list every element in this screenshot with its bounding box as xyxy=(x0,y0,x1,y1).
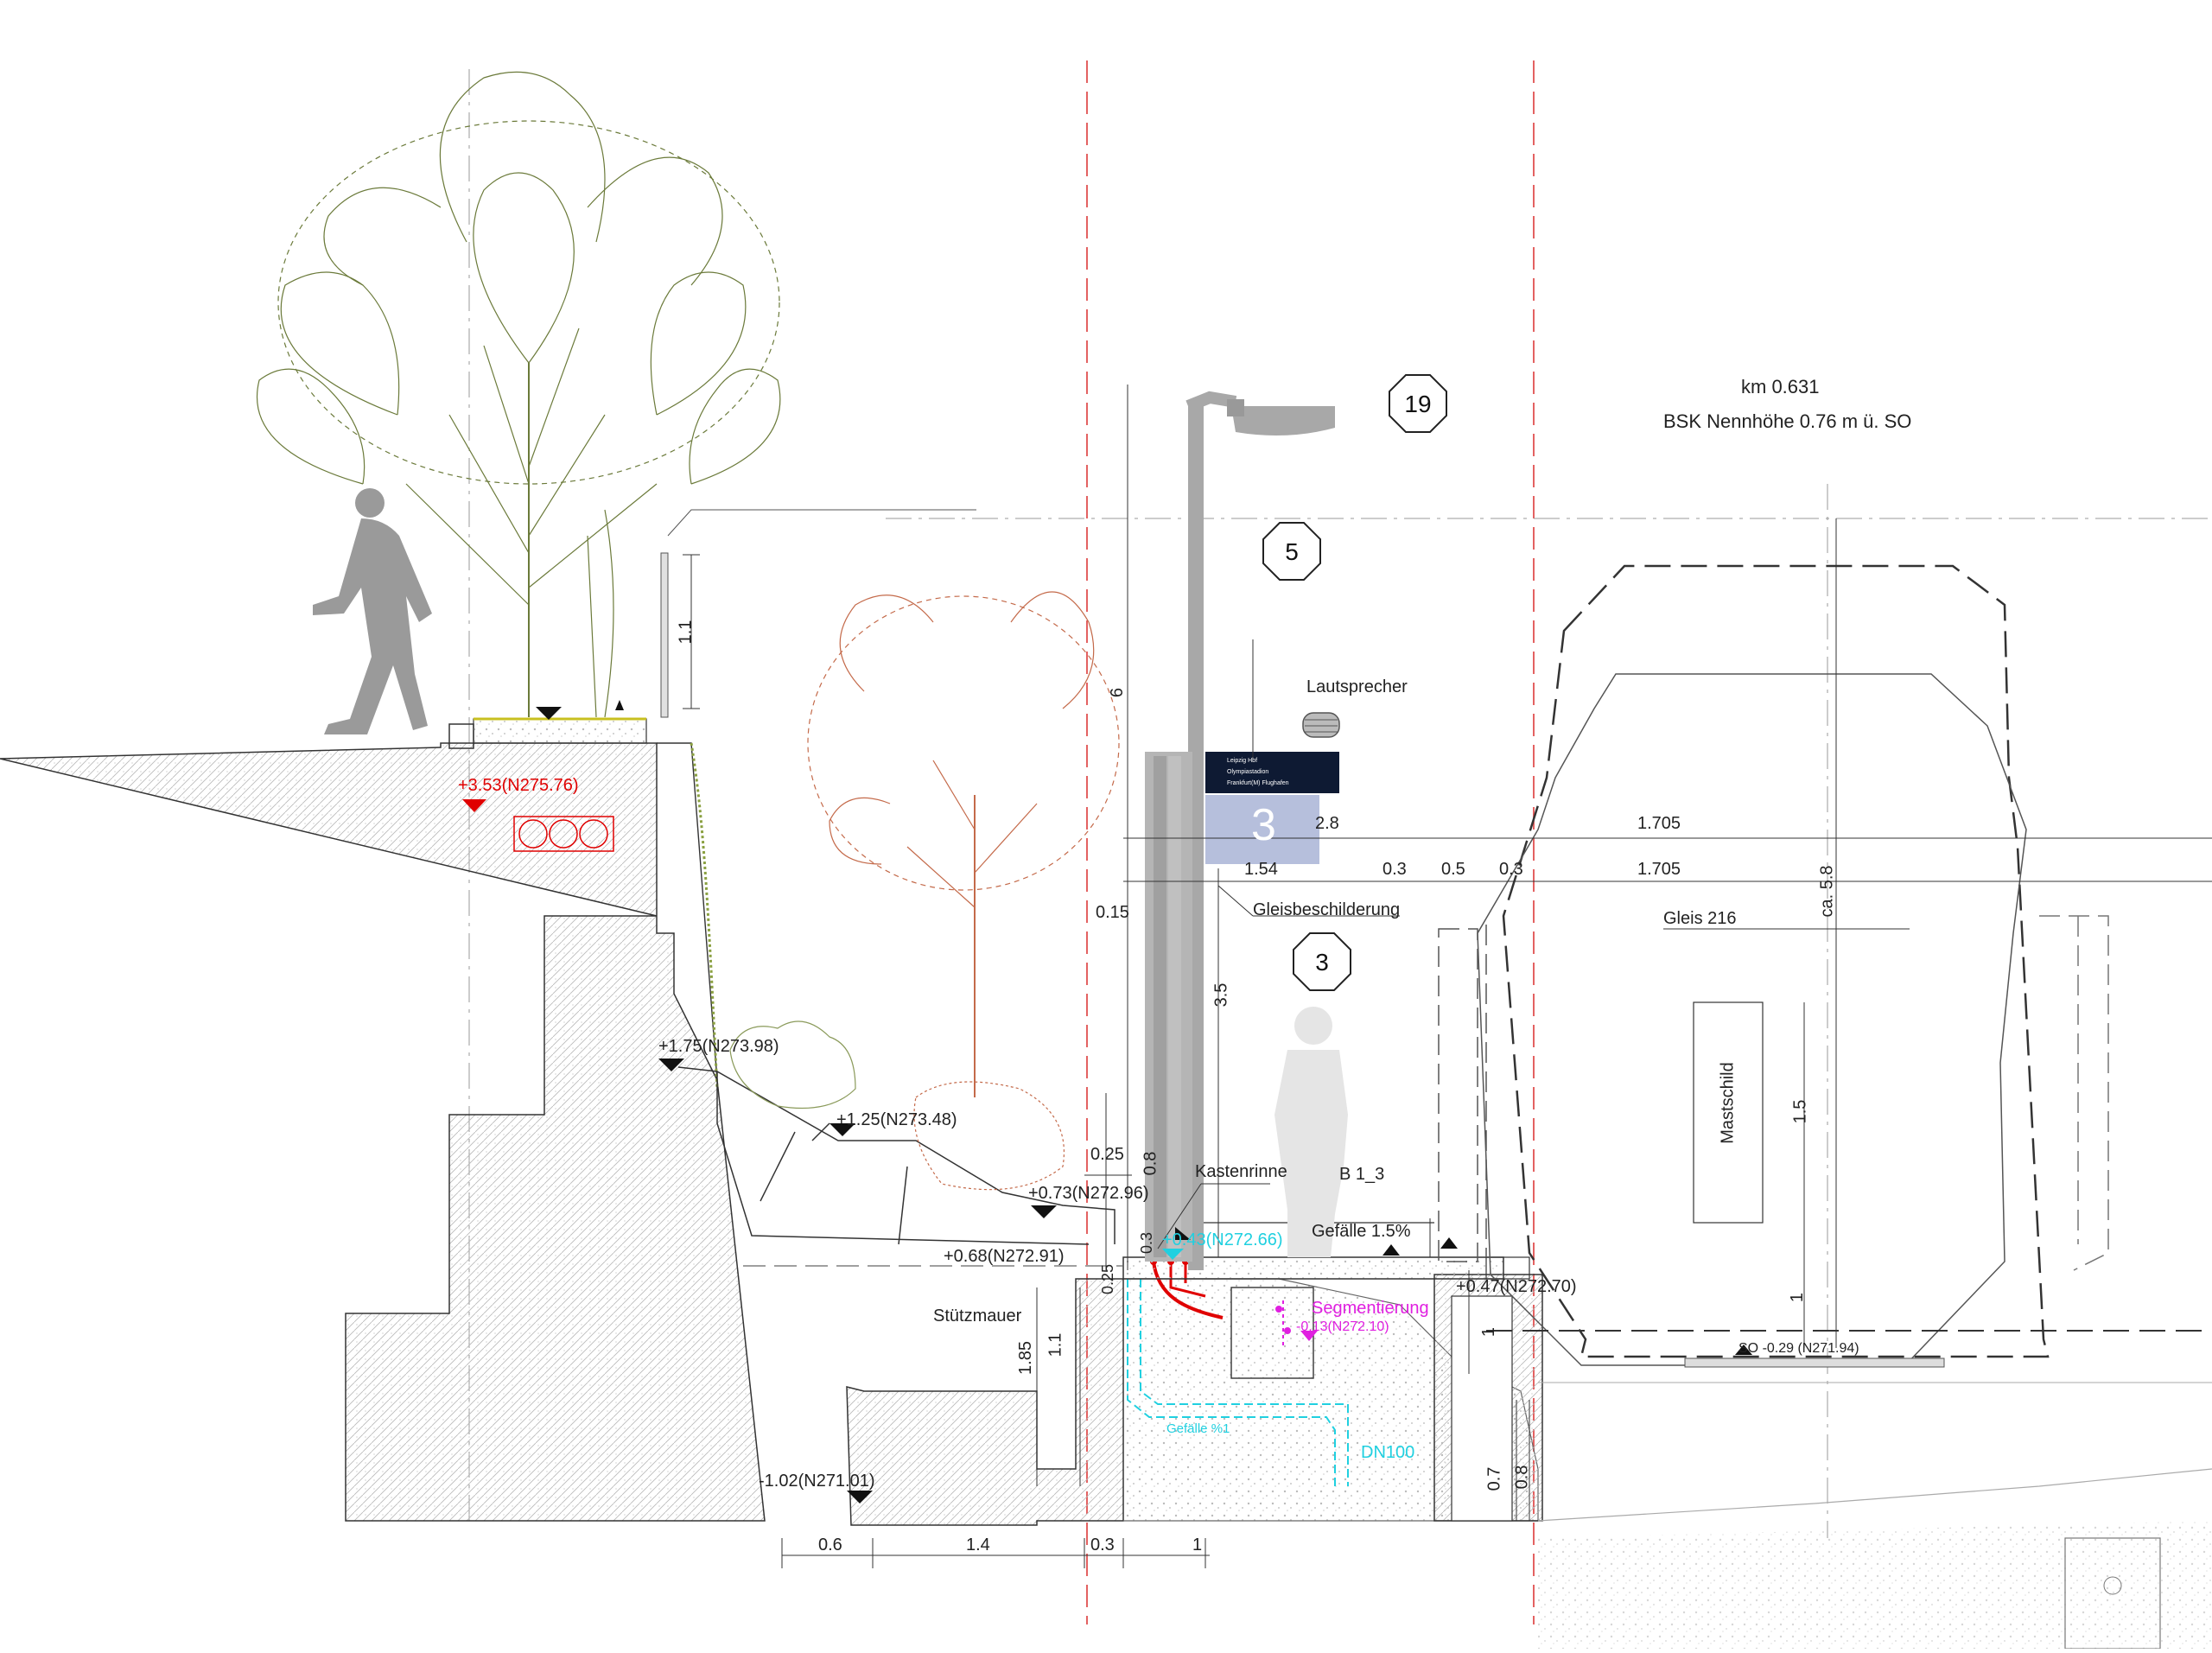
dim-label: 0.15 xyxy=(1096,903,1129,922)
display-row: Frankfurt(M) Flughafen xyxy=(1227,780,1289,786)
level-label: +1.75(N273.98) xyxy=(658,1037,779,1056)
dim-label: 1.705 xyxy=(1637,814,1681,833)
loudspeaker-icon xyxy=(1302,712,1340,738)
segmentierung-label: Segmentierung xyxy=(1312,1299,1429,1318)
dim-label: 0.6 xyxy=(818,1535,842,1554)
level-label: -1.02(N271.01) xyxy=(759,1472,875,1491)
gefaelle-label: Gefälle 1.5% xyxy=(1312,1222,1411,1241)
retaining-wall xyxy=(0,717,766,1522)
railing-post-icon xyxy=(660,509,976,718)
dim-label: 1.705 xyxy=(1637,860,1681,879)
dim-label: 2.8 xyxy=(1315,814,1339,833)
dim-label: 0.3 xyxy=(1090,1535,1115,1554)
km-label: km 0.631 xyxy=(1741,376,1820,397)
mastschild-label: Mastschild xyxy=(1718,1062,1738,1144)
level-label: -0.13(N272.10) xyxy=(1296,1319,1389,1334)
dimension-lines xyxy=(683,385,2212,1568)
marker-3-label: 3 xyxy=(1315,949,1329,976)
platform-sign xyxy=(1205,752,1339,864)
kastenrinne-label: Kastenrinne xyxy=(1195,1162,1287,1181)
dim-label: 1.1 xyxy=(1046,1332,1065,1357)
walking-person-icon xyxy=(313,488,432,734)
dim-label: 1 xyxy=(1788,1292,1808,1303)
dim-label: 0.25 xyxy=(1090,1145,1124,1164)
dim-label: 1.4 xyxy=(966,1535,990,1554)
level-label: SO -0.29 (N271.94) xyxy=(1738,1341,1859,1356)
display-row: Leipzig Hbf xyxy=(1227,758,1258,764)
dim-label: 0.8 xyxy=(1512,1465,1532,1490)
platform xyxy=(743,1218,1530,1280)
dim-label: 0.8 xyxy=(1141,1151,1160,1176)
marker-5: 5 xyxy=(1262,521,1322,582)
stuetzmauer-label: Stützmauer xyxy=(933,1307,1022,1326)
shrub-icon xyxy=(729,1020,856,1109)
level-label: +3.53(N275.76) xyxy=(458,776,579,795)
marker-19-label: 19 xyxy=(1404,391,1432,417)
marker-5-label: 5 xyxy=(1285,538,1299,565)
tree-large-icon xyxy=(256,71,781,718)
gefaelle-pipe-label: Gefälle %1 xyxy=(1166,1421,1230,1436)
gleisbeschilderung-label: Gleisbeschilderung xyxy=(1253,900,1401,919)
foundation xyxy=(846,1274,2212,1650)
tree-small-icon xyxy=(807,591,1120,1191)
level-label: +0.43(N272.66) xyxy=(1162,1230,1283,1249)
dim-label: 0.3 xyxy=(1138,1231,1156,1255)
dim-label: 1.1 xyxy=(676,620,696,645)
dim-label: ca. 5.8 xyxy=(1817,865,1837,918)
level-label: +0.73(N272.96) xyxy=(1028,1184,1149,1203)
level-markers xyxy=(462,700,1752,1504)
axis-lines xyxy=(1086,60,1535,1624)
dim-label: 1.54 xyxy=(1244,860,1278,879)
dim-label: 0.7 xyxy=(1484,1466,1504,1491)
dim-label: 1.85 xyxy=(1015,1341,1035,1375)
terraced-slope xyxy=(677,1066,1116,1245)
loudspeaker-label: Lautsprecher xyxy=(1306,677,1408,696)
dim-label: 0.25 xyxy=(1099,1263,1117,1295)
level-label: +0.47(N272.70) xyxy=(1456,1277,1577,1296)
dim-label: 0.5 xyxy=(1441,860,1465,879)
bsk-label: BSK Nennhöhe 0.76 m ü. SO xyxy=(1663,410,1912,432)
b13-label: B 1_3 xyxy=(1339,1165,1385,1184)
dim-label: 0.3 xyxy=(1499,860,1523,879)
departure-display: Leipzig Hbf Olympiastadion Frankfurt(M) … xyxy=(1227,755,1331,789)
dn100-label: DN100 xyxy=(1361,1443,1415,1462)
standing-person-icon xyxy=(1274,1007,1348,1257)
gleis-label: Gleis 216 xyxy=(1663,909,1737,928)
level-label: +1.25(N273.48) xyxy=(836,1110,957,1129)
dim-label: 0.3 xyxy=(1382,860,1407,879)
dim-label: 3.5 xyxy=(1211,982,1231,1008)
dim-label: 1.5 xyxy=(1790,1099,1810,1124)
dim-label: 6 xyxy=(1108,687,1128,698)
level-label: +0.68(N272.91) xyxy=(944,1247,1065,1266)
display-row: Olympiastadion xyxy=(1227,769,1269,775)
platform-sign-number: 3 xyxy=(1251,800,1276,850)
dim-label: 1 xyxy=(1479,1326,1499,1338)
sign-structure xyxy=(1145,752,1192,1262)
marker-19: 19 xyxy=(1388,373,1448,434)
dim-label: 1 xyxy=(1192,1535,1203,1554)
clearance-gauge xyxy=(1438,564,2212,1368)
marker-3: 3 xyxy=(1292,931,1352,992)
